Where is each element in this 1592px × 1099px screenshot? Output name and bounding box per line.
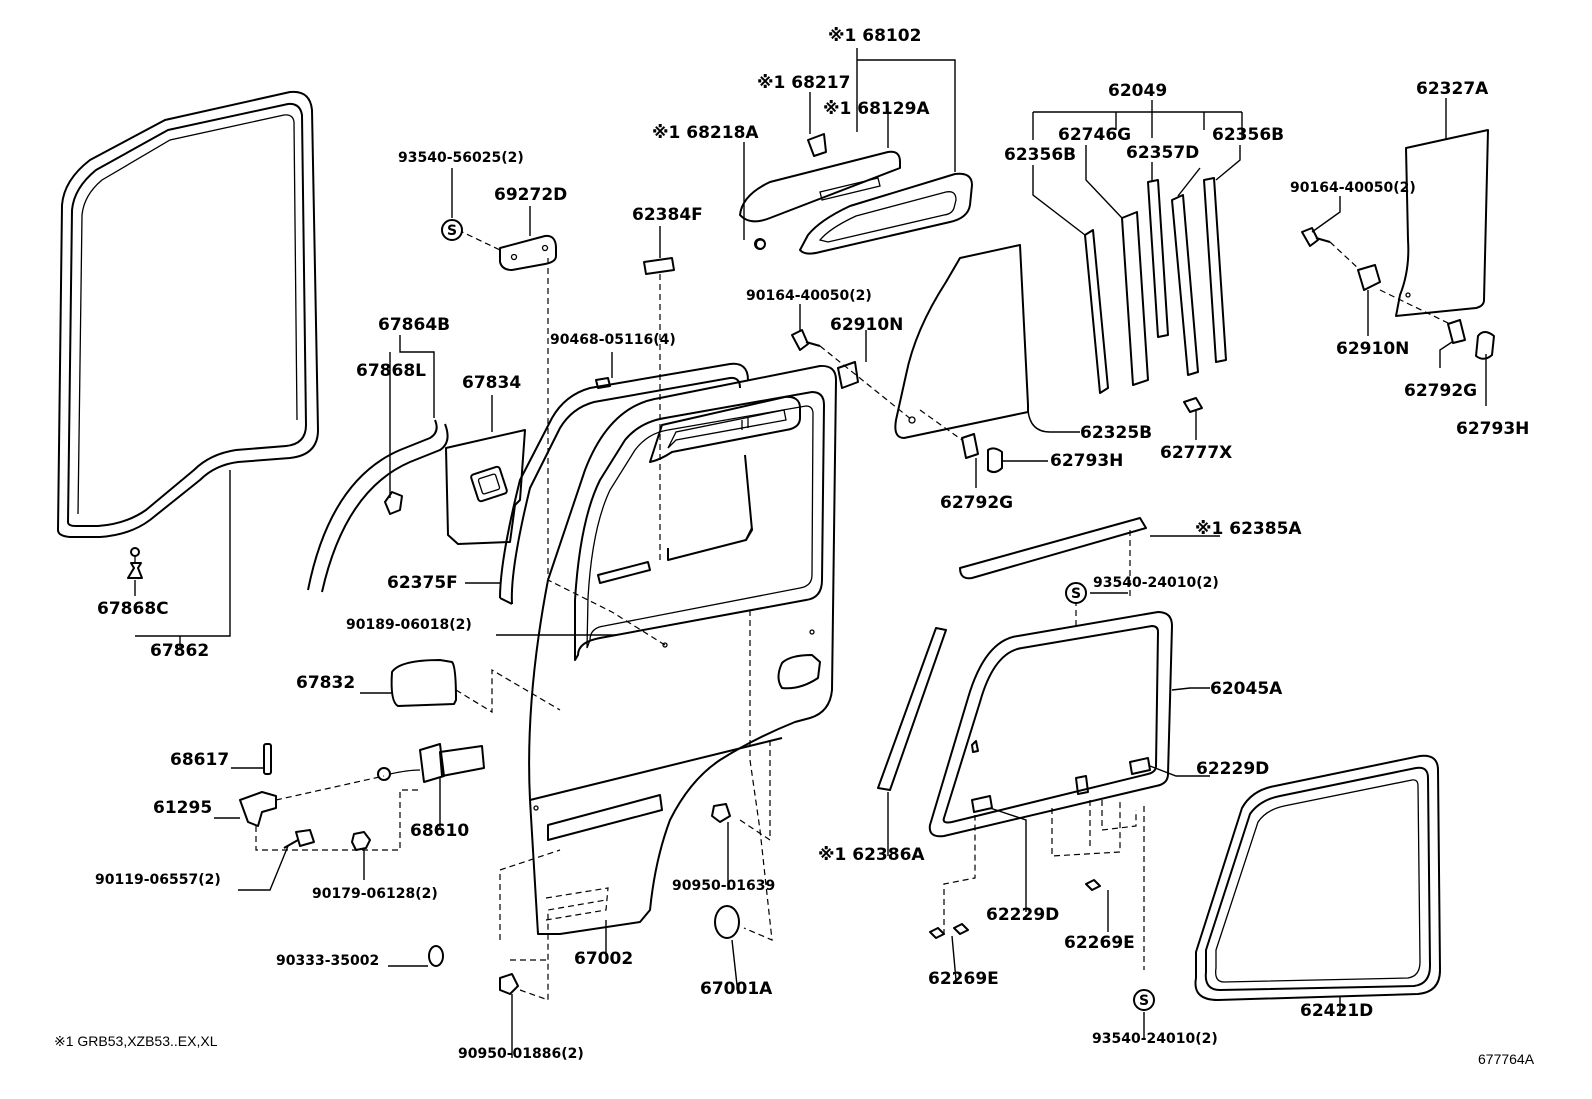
panel-67834 bbox=[445, 429, 526, 545]
block-62384F bbox=[643, 257, 675, 275]
svg-text:S: S bbox=[447, 223, 457, 239]
grommet-90950-01639 bbox=[711, 803, 731, 823]
grommet-90950-01886 bbox=[499, 973, 519, 995]
s-mark-93540-56025: S bbox=[441, 219, 463, 241]
label-68129A: ※1 68129A bbox=[823, 99, 930, 119]
label-62793H-right: 62793H bbox=[1456, 419, 1529, 439]
label-90950-01639: 90950-01639 bbox=[672, 878, 775, 894]
label-68617: 68617 bbox=[170, 750, 229, 770]
svg-text:S: S bbox=[1139, 993, 1149, 1009]
label-68217: ※1 68217 bbox=[757, 73, 850, 93]
c-mark-68218A: C bbox=[755, 236, 765, 252]
diagram-id: 677764A bbox=[1478, 1051, 1535, 1067]
moulding-62386A bbox=[877, 627, 947, 791]
label-62356B-left: 62356B bbox=[1004, 145, 1076, 165]
panel-62327A bbox=[1395, 129, 1489, 317]
label-62421D: 62421D bbox=[1300, 1001, 1373, 1021]
label-90119-06557: 90119-06557(2) bbox=[95, 872, 221, 888]
window-frame-62045A bbox=[928, 611, 1173, 838]
label-67868L: 67868L bbox=[356, 361, 426, 381]
door-seal-67864B bbox=[307, 419, 449, 593]
label-62792G-right: 62792G bbox=[1404, 381, 1477, 401]
label-62384F: 62384F bbox=[632, 205, 703, 225]
assembly-lines bbox=[255, 229, 1451, 1001]
label-69272D: 69272D bbox=[494, 185, 567, 205]
s-mark-93540-24010-bottom: S bbox=[1133, 989, 1155, 1011]
label-62269E-left: 62269E bbox=[928, 969, 999, 989]
label-62386A: ※1 62386A bbox=[818, 845, 925, 865]
door-weatherstrip-67862 bbox=[57, 90, 319, 538]
label-93540-24010-bottom: 93540-24010(2) bbox=[1092, 1031, 1218, 1047]
weatherstrip-62421D bbox=[1194, 754, 1441, 1001]
label-62327A: 62327A bbox=[1416, 79, 1489, 99]
window-trim-68102 bbox=[739, 133, 973, 255]
label-62385A: ※1 62385A bbox=[1195, 519, 1302, 539]
label-67834: 67834 bbox=[462, 373, 521, 393]
label-62356B-right: 62356B bbox=[1212, 125, 1284, 145]
cap-67001A bbox=[714, 905, 740, 939]
label-62777X: 62777X bbox=[1160, 443, 1232, 463]
label-90179-06128: 90179-06128(2) bbox=[312, 886, 438, 902]
plate-62269E-c bbox=[1085, 879, 1101, 891]
label-62910N-right: 62910N bbox=[1336, 339, 1409, 359]
label-62792G-mid: 62792G bbox=[940, 493, 1013, 513]
label-68610: 68610 bbox=[410, 821, 469, 841]
lock-68610 bbox=[377, 743, 485, 783]
label-62793H-mid: 62793H bbox=[1050, 451, 1123, 471]
hinge-parts-mid bbox=[791, 329, 1003, 474]
leader-lines bbox=[134, 48, 1487, 1058]
bracket-69272D bbox=[499, 234, 557, 271]
division-bars-62049 bbox=[1084, 177, 1227, 413]
plug-90333-35002 bbox=[428, 945, 444, 967]
s-mark-93540-24010-top: S bbox=[1065, 582, 1087, 604]
hinge-parts-right bbox=[1301, 227, 1495, 360]
label-67001A: 67001A bbox=[700, 979, 773, 999]
label-62229D-right: 62229D bbox=[1196, 759, 1269, 779]
label-68218A: ※1 68218A bbox=[652, 123, 759, 143]
label-62049: 62049 bbox=[1108, 81, 1167, 101]
label-62910N-mid: 62910N bbox=[830, 315, 903, 335]
label-90189-06018: 90189-06018(2) bbox=[346, 617, 472, 633]
label-67002: 67002 bbox=[574, 949, 633, 969]
label-67868C: 67868C bbox=[97, 599, 169, 619]
pad-67832 bbox=[390, 659, 457, 707]
label-67864B: 67864B bbox=[378, 315, 450, 335]
bracket-61295 bbox=[239, 791, 277, 827]
label-90950-01886: 90950-01886(2) bbox=[458, 1046, 584, 1062]
label-62229D-bottom: 62229D bbox=[986, 905, 1059, 925]
label-93540-24010-top: 93540-24010(2) bbox=[1093, 575, 1219, 591]
label-90468-05116: 90468-05116(4) bbox=[550, 332, 676, 348]
label-62045A: 62045A bbox=[1210, 679, 1283, 699]
run-channel-62375F bbox=[499, 362, 749, 605]
footnote: ※1 GRB53,XZB53..EX,XL bbox=[54, 1033, 218, 1049]
label-62375F: 62375F bbox=[387, 573, 458, 593]
nut-90179-06128 bbox=[351, 831, 371, 851]
label-93540-56025: 93540-56025(2) bbox=[398, 150, 524, 166]
svg-text:C: C bbox=[755, 236, 765, 252]
bolt-90119-06557 bbox=[283, 829, 315, 849]
clip-67868C bbox=[127, 547, 143, 579]
label-62357D: 62357D bbox=[1126, 143, 1199, 163]
plate-62269E-b bbox=[953, 923, 969, 935]
label-62325B: 62325B bbox=[1080, 423, 1152, 443]
label-62269E-right: 62269E bbox=[1064, 933, 1135, 953]
moulding-62385A bbox=[959, 517, 1147, 580]
rod-68617 bbox=[263, 743, 272, 775]
quarter-glass-62325B bbox=[894, 244, 1029, 439]
door-shell-67002 bbox=[528, 364, 837, 935]
label-62746G: 62746G bbox=[1058, 125, 1131, 145]
label-61295: 61295 bbox=[153, 798, 212, 818]
label-67862: 67862 bbox=[150, 641, 209, 661]
clip-90468-05116 bbox=[595, 377, 611, 389]
label-68102: ※1 68102 bbox=[828, 26, 921, 46]
label-90164-40050-mid: 90164-40050(2) bbox=[746, 288, 872, 304]
svg-text:S: S bbox=[1071, 586, 1081, 602]
label-90164-40050-right: 90164-40050(2) bbox=[1290, 180, 1416, 196]
label-67832: 67832 bbox=[296, 673, 355, 693]
label-90333-35002: 90333-35002 bbox=[276, 953, 379, 969]
plate-62269E-a bbox=[929, 927, 945, 939]
part-labels: ※1 68102 ※1 68217 ※1 68129A ※1 68218A 93… bbox=[95, 26, 1529, 1062]
